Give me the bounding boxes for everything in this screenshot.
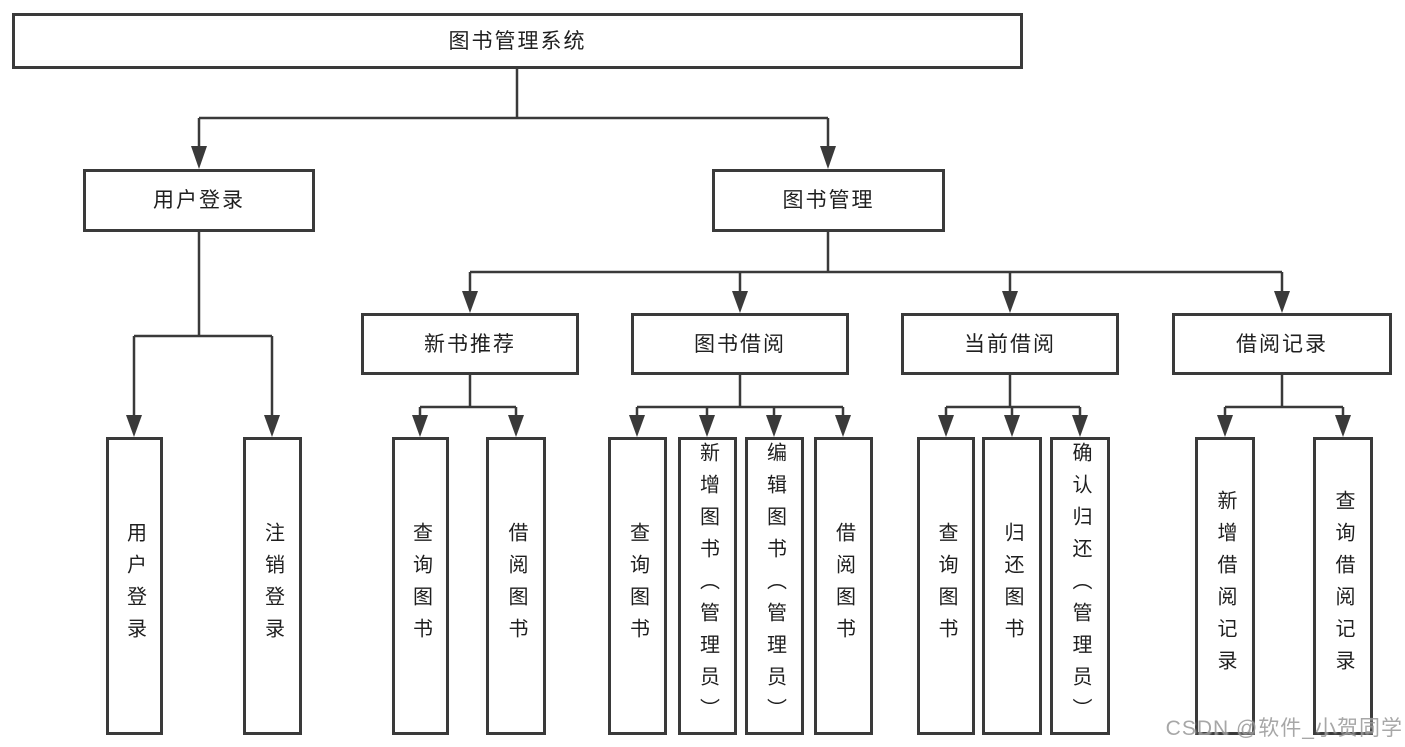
connector-book-borrow-branch	[635, 375, 845, 417]
node-user-login: 用户登录	[83, 169, 315, 232]
arrowhead	[835, 415, 851, 437]
node-book-management: 图书管理	[712, 169, 945, 232]
node-book-borrowing: 图书借阅	[631, 313, 849, 375]
leaf-query-books-current: 查询图书	[917, 437, 975, 735]
arrowhead	[462, 291, 478, 313]
leaf-borrow-books: 借阅图书	[814, 437, 873, 735]
node-root: 图书管理系统	[12, 13, 1023, 69]
leaf-query-books-borrow: 查询图书	[608, 437, 667, 735]
leaf-query-borrow-record: 查询借阅记录	[1313, 437, 1373, 735]
leaf-borrow-books-recommend: 借阅图书	[486, 437, 546, 735]
arrowhead	[1072, 415, 1088, 437]
arrowhead	[1274, 291, 1290, 313]
arrowhead	[1335, 415, 1351, 437]
leaf-add-borrow-record: 新增借阅记录	[1195, 437, 1255, 735]
connector-root-branch	[197, 69, 830, 148]
arrowhead	[264, 415, 280, 437]
arrowhead	[732, 291, 748, 313]
arrowhead	[508, 415, 524, 437]
arrowhead	[1217, 415, 1233, 437]
arrowhead	[699, 415, 715, 437]
arrowhead	[126, 415, 142, 437]
leaf-confirm-return-admin: 确认归还（管理员）	[1050, 437, 1110, 735]
connector-current-borrow-branch	[944, 375, 1082, 417]
arrowhead	[629, 415, 645, 437]
arrowhead	[1002, 291, 1018, 313]
leaf-return-book: 归还图书	[982, 437, 1042, 735]
node-current-borrowing: 当前借阅	[901, 313, 1119, 375]
csdn-watermark: CSDN @软件_小贺同学	[1165, 717, 1403, 740]
leaf-add-book-admin: 新增图书（管理员）	[678, 437, 737, 735]
leaf-edit-book-admin: 编辑图书（管理员）	[745, 437, 804, 735]
arrowhead	[1004, 415, 1020, 437]
leaf-logout: 注销登录	[243, 437, 302, 735]
arrowhead	[191, 146, 207, 169]
arrowhead	[412, 415, 428, 437]
leaf-query-books-recommend: 查询图书	[392, 437, 449, 735]
arrowhead	[938, 415, 954, 437]
connector-borrow-records-branch	[1223, 375, 1345, 417]
leaf-user-login: 用户登录	[106, 437, 163, 735]
connector-book-management-branch	[468, 232, 1284, 293]
arrowhead	[820, 146, 836, 169]
node-borrowing-records: 借阅记录	[1172, 313, 1392, 375]
connector-user-login-branch	[132, 232, 274, 417]
connector-new-book-branch	[418, 375, 518, 417]
arrowhead	[766, 415, 782, 437]
node-new-book-recommend: 新书推荐	[361, 313, 579, 375]
